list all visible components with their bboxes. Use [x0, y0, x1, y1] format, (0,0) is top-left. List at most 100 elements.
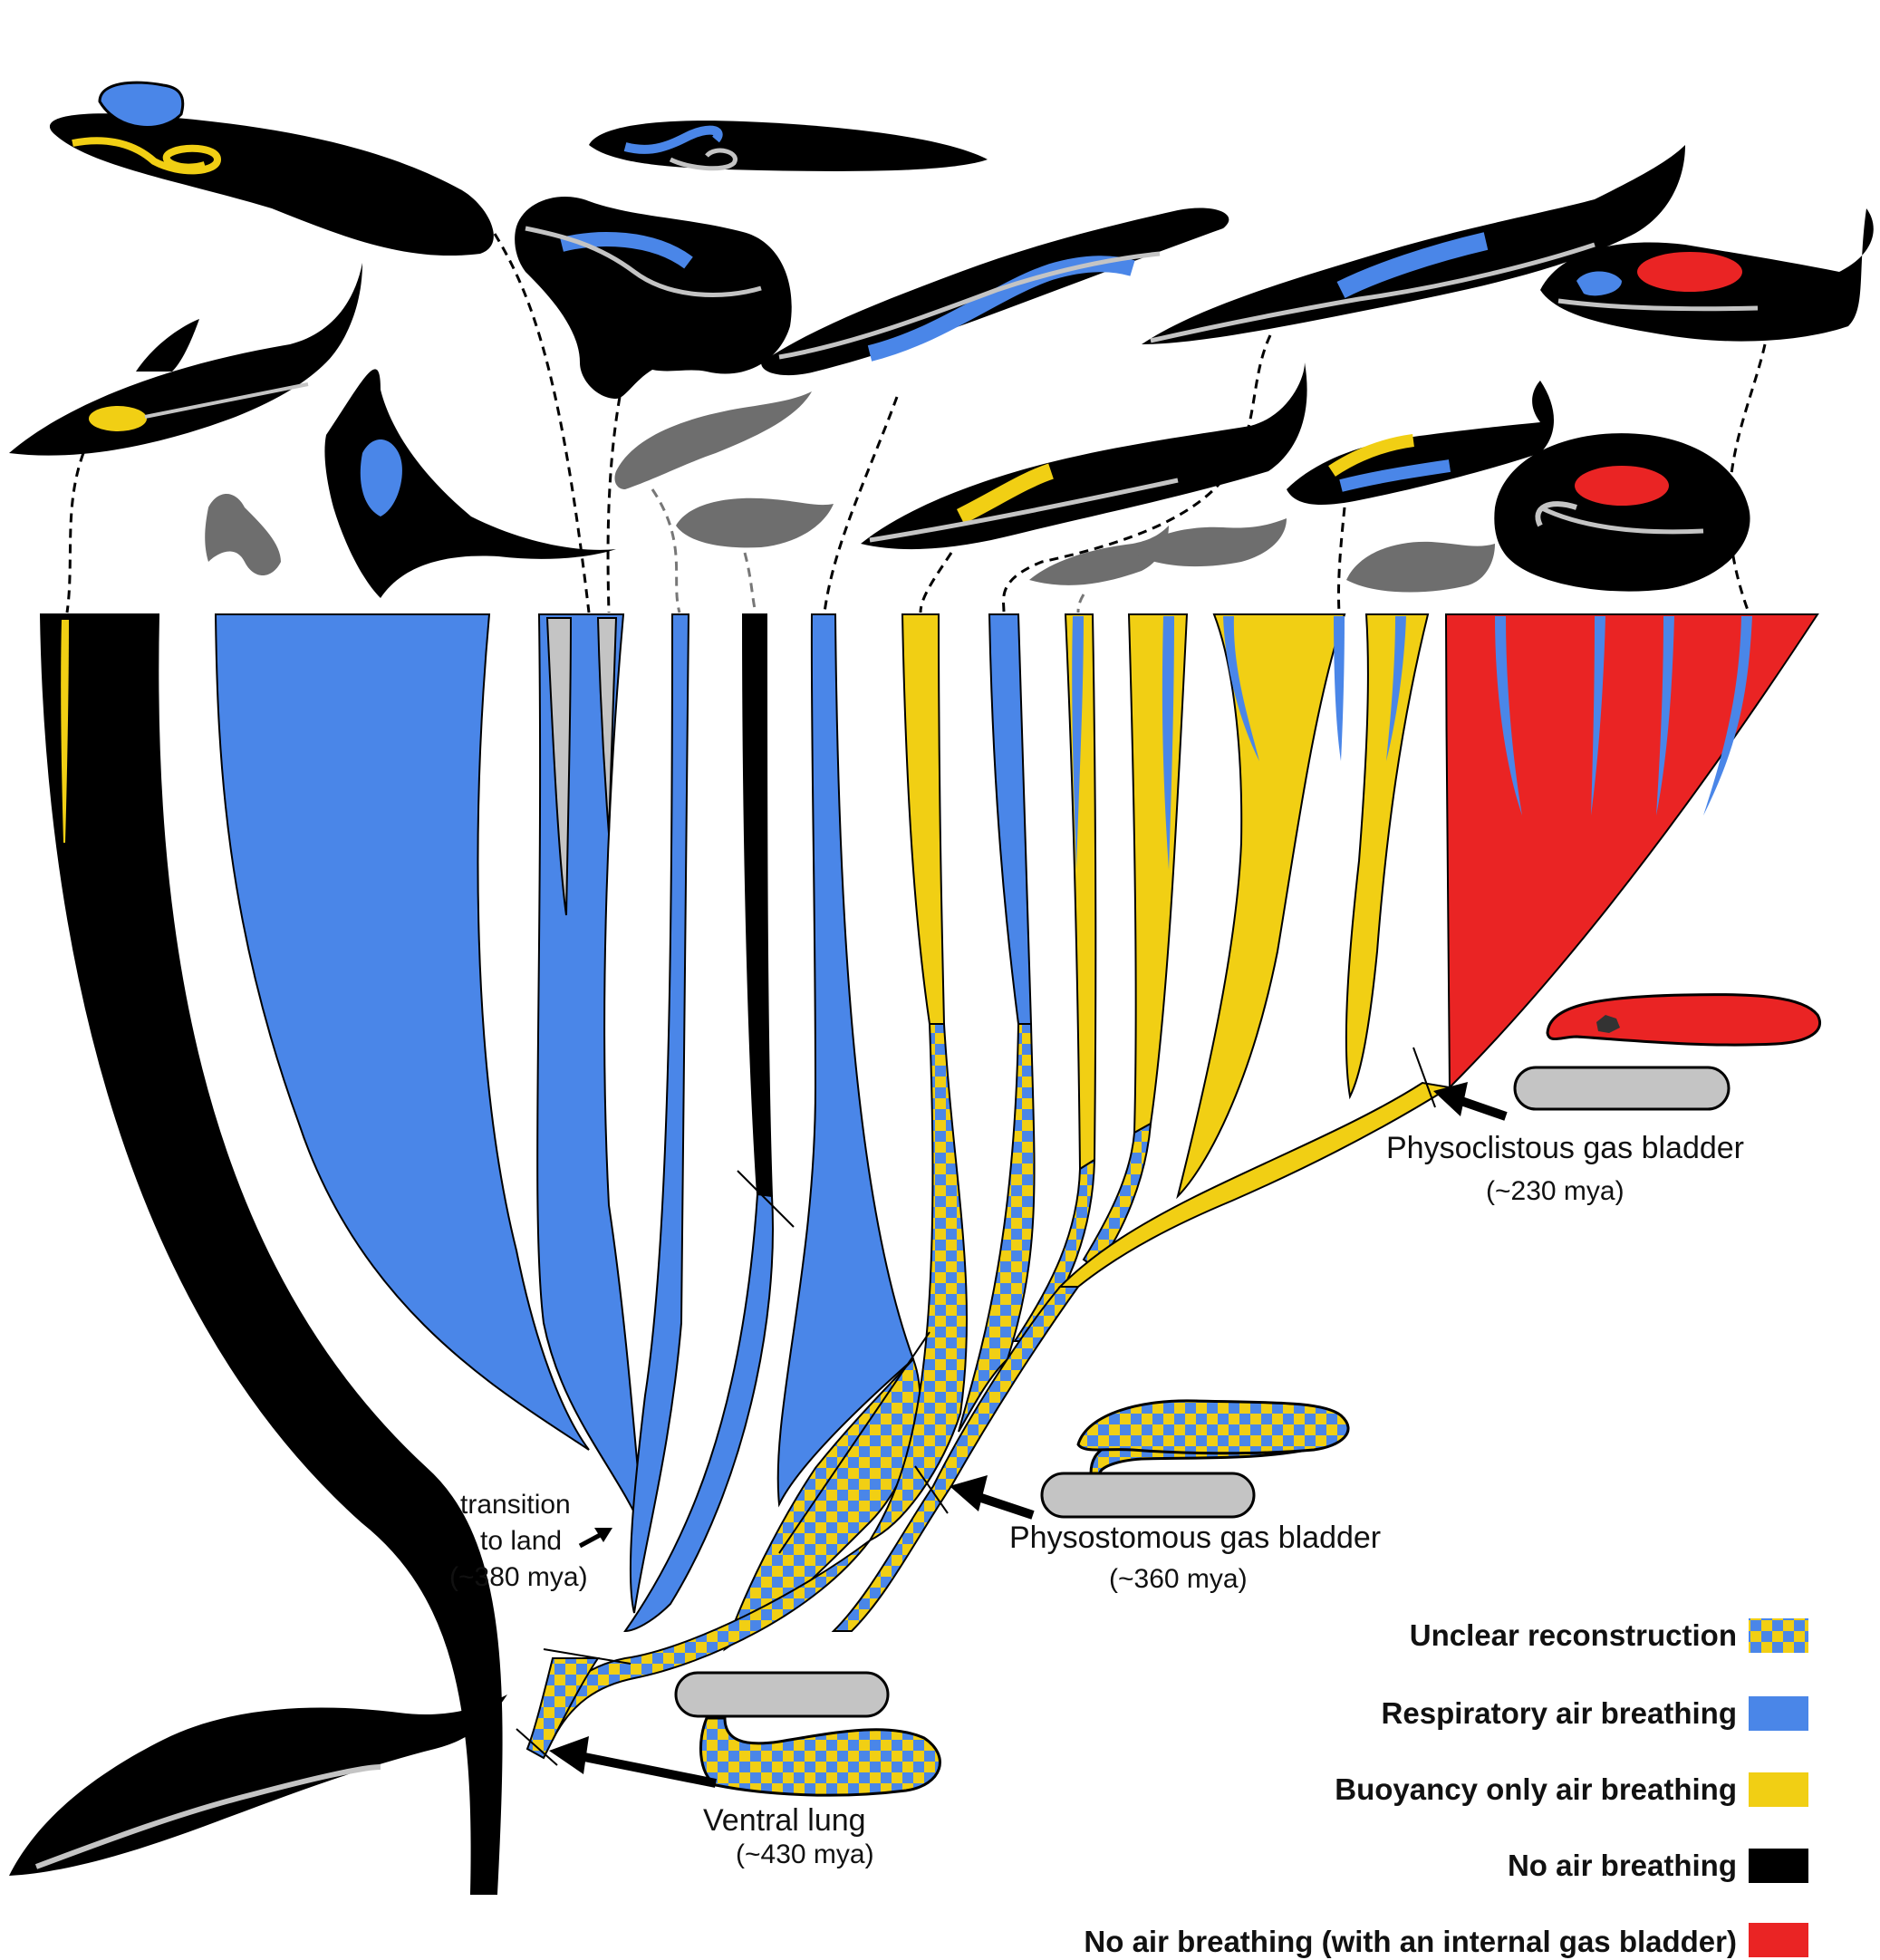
arrow-physoclistous — [1433, 1082, 1508, 1121]
bichir-silhouette — [861, 362, 1307, 550]
branch-root-checker — [525, 1657, 600, 1760]
tick-physoclist — [1412, 1047, 1436, 1108]
connector-shark — [65, 452, 85, 613]
perch-silhouette — [1133, 518, 1287, 567]
legend-swatch-respiratory — [1749, 1696, 1808, 1731]
branch-teleost-3 — [1345, 613, 1430, 1100]
connector-lines-gray — [651, 488, 1085, 613]
legend-item-respiratory: Respiratory air breathing — [1382, 1696, 1808, 1731]
physostomous-icon — [1040, 1399, 1350, 1519]
silhouettes — [9, 81, 1874, 1876]
legend-label-none: No air breathing — [1508, 1849, 1737, 1882]
bowfin-silhouette — [9, 1694, 507, 1876]
lung-overlay-5 — [1386, 616, 1406, 761]
branch-gar-checker — [958, 1023, 1036, 1433]
legend-label-respiratory: Respiratory air breathing — [1382, 1696, 1737, 1730]
caecilian-silhouette — [614, 391, 812, 489]
legend-item-buoyancy: Buoyancy only air breathing — [1335, 1772, 1808, 1807]
arrow-ventral-lung — [549, 1736, 717, 1788]
connector-coelacanth — [743, 552, 757, 613]
label-land-line1: transition — [460, 1490, 571, 1520]
branch-lungfish-base — [623, 1192, 774, 1633]
lamprey-silhouette — [589, 121, 988, 171]
label-land-age: (~380 mya) — [449, 1562, 588, 1592]
legend-swatch-gas-bladder — [1749, 1923, 1808, 1957]
lung-overlay-3 — [1223, 616, 1259, 761]
coelacanth-silhouette — [676, 497, 834, 548]
gar-silhouette — [1142, 145, 1685, 344]
branch-lungfish — [741, 613, 774, 1198]
label-ventral-lung-age: (~430 mya) — [736, 1839, 874, 1869]
connector-lines — [65, 233, 1767, 613]
connector-salamander — [493, 233, 591, 613]
branch-gar — [988, 613, 1033, 1025]
branch-teleost-spine-checker — [831, 1286, 1080, 1632]
connector-carp — [1076, 594, 1085, 613]
legend-swatch-none — [1749, 1849, 1808, 1883]
branch-teleost-2 — [1176, 613, 1346, 1200]
event-labels: Ventral lung (~430 mya) transition to la… — [449, 1131, 1744, 1869]
label-physostomous: Physostomous gas bladder — [1009, 1521, 1381, 1555]
cardinal-silhouette — [324, 369, 616, 598]
branch-teleost-spine — [1057, 1081, 1452, 1288]
branch-coelacanth — [629, 613, 690, 1614]
legend-item-unclear: Unclear reconstruction — [1410, 1618, 1808, 1653]
whale-silhouette — [49, 81, 494, 256]
tick-lung — [516, 1728, 558, 1766]
event-arrows — [549, 1082, 1508, 1788]
lung-overlay-8 — [1656, 616, 1674, 816]
tick-bichir — [778, 1331, 930, 1554]
lung-overlays — [1072, 616, 1752, 870]
lung-overlay-1 — [1072, 616, 1084, 870]
legend-label-unclear: Unclear reconstruction — [1410, 1618, 1737, 1652]
tick-physostome — [914, 1465, 949, 1514]
frog-silhouette — [515, 197, 792, 399]
connector-perch — [1727, 343, 1767, 613]
connector-frog — [606, 396, 622, 613]
tick-land — [543, 1648, 631, 1665]
legend-item-gas-bladder: No air breathing (with an internal gas b… — [1084, 1923, 1808, 1958]
label-physostomous-age: (~360 mya) — [1109, 1564, 1248, 1594]
arrow-physostomous — [950, 1475, 1035, 1520]
branch-sharks-buoyancy-hint — [61, 620, 69, 843]
angelfish-silhouette — [1494, 433, 1750, 592]
connector-sturgeon — [919, 552, 953, 613]
legend-swatch-unclear — [1749, 1618, 1808, 1653]
label-physoclistous: Physoclistous gas bladder — [1386, 1131, 1744, 1165]
lung-overlay-2 — [1162, 616, 1174, 870]
branch-teleost-1 — [1127, 613, 1189, 1134]
shark-silhouette — [9, 263, 362, 456]
ventral-lung-icon — [674, 1671, 941, 1797]
legend-label-buoyancy: Buoyancy only air breathing — [1335, 1772, 1737, 1806]
legend-item-none: No air breathing — [1508, 1849, 1808, 1883]
lung-overlay-9 — [1703, 616, 1752, 816]
lung-overlay-7 — [1591, 616, 1605, 816]
catfish-silhouette — [1287, 381, 1554, 505]
connector-bichir — [823, 396, 899, 613]
legend-label-gas-bladder: No air breathing (with an internal gas b… — [1084, 1925, 1737, 1958]
label-ventral-lung: Ventral lung — [703, 1803, 866, 1838]
sturgeon-silhouette — [761, 208, 1229, 376]
branch-sturgeon-checker — [867, 1023, 969, 1543]
lung-overlay-4 — [1334, 616, 1345, 761]
legend-swatch-buoyancy — [1749, 1772, 1808, 1807]
arrow-transition-land — [578, 1528, 612, 1549]
carp-silhouette — [1346, 541, 1495, 593]
duct-amphibian-2 — [596, 617, 618, 835]
label-physoclistous-age: (~230 mya) — [1486, 1176, 1625, 1206]
tick-lungfish — [737, 1170, 795, 1228]
milkfish-silhouette — [1029, 526, 1169, 585]
physoclistous-icon — [1513, 993, 1821, 1111]
legend: Unclear reconstruction Respiratory air b… — [1084, 1618, 1808, 1958]
connector-caecilian — [651, 488, 681, 613]
duct-amphibian-1 — [545, 617, 573, 916]
lung-overlay-6 — [1495, 616, 1522, 816]
branch-sharks — [39, 613, 503, 1895]
monkey-silhouette — [205, 494, 281, 575]
label-land-line2: to land — [480, 1526, 562, 1556]
branch-sturgeon — [901, 613, 946, 1025]
branch-ticks — [516, 1047, 1436, 1766]
branch-tetrapods — [214, 613, 590, 1451]
connector-bowfin — [1336, 507, 1346, 613]
